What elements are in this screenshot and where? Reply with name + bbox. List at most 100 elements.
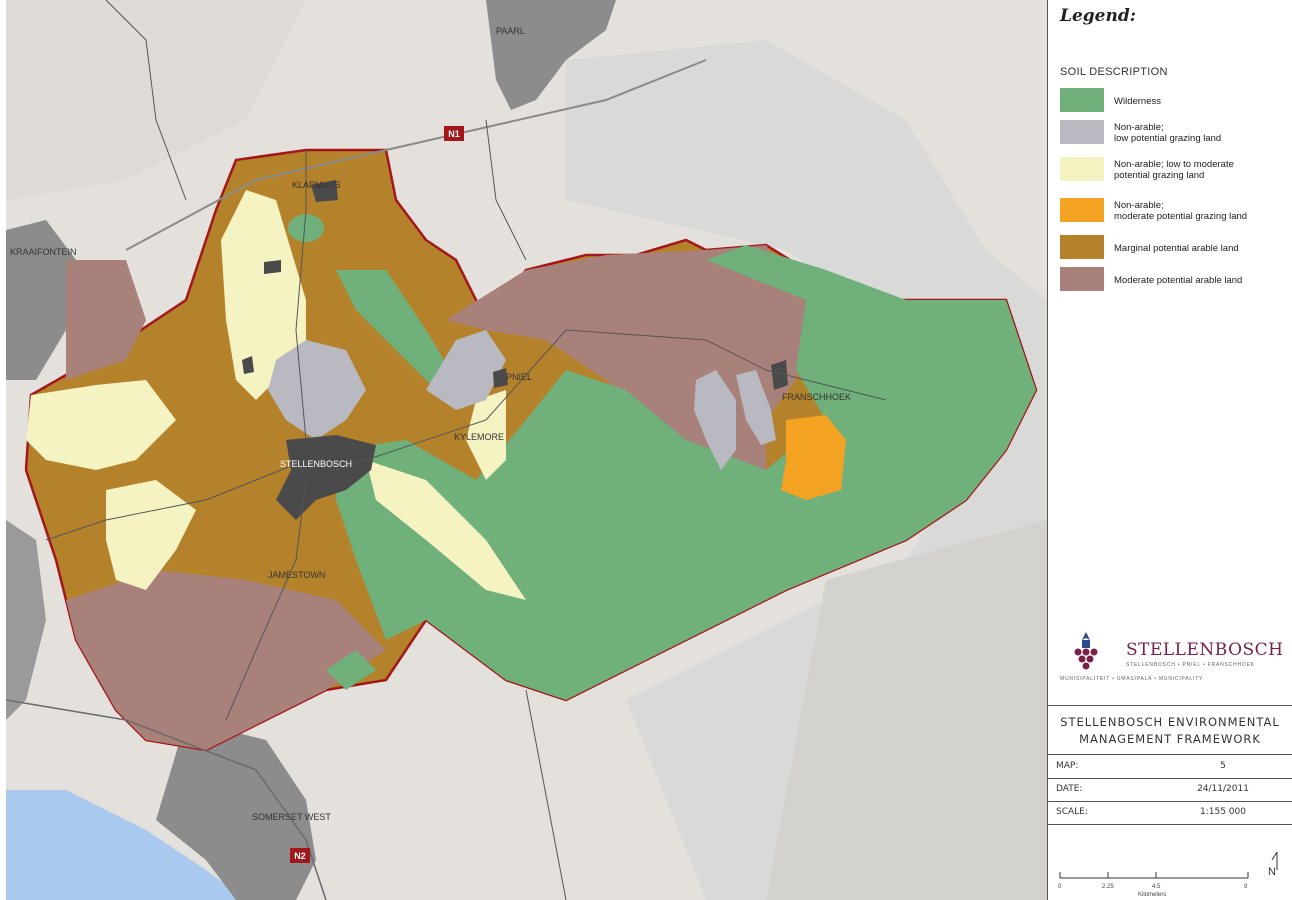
road-n2 (6, 699, 327, 900)
road-shield-n2 (290, 848, 310, 863)
grape-crest-icon (1074, 632, 1098, 670)
place-label: KYLEMORE (454, 432, 504, 442)
north-label: N (1268, 866, 1276, 878)
terrain-patch (6, 0, 306, 200)
road (335, 329, 887, 471)
legend-item: Marginal potential arable land (1060, 233, 1288, 263)
place-label: KLAPMUTS (292, 180, 341, 190)
map-svg: N1 N2 PAARL KLAPMUTS KRAAIFONTEIN PNIEL … (6, 0, 1047, 900)
framework-title-text: STELLENBOSCH ENVIRONMENTAL MANAGEMENT FR… (1060, 715, 1280, 746)
road (105, 0, 187, 201)
soil-low-moderate-grazing (366, 460, 526, 600)
place-label: PAARL (496, 26, 525, 36)
road (525, 689, 567, 900)
soil-low-moderate-grazing (26, 380, 176, 470)
info-row-date: DATE: 24/11/2011 (1048, 778, 1292, 802)
logo-name: STELLENBOSCH (1126, 640, 1284, 660)
place-label: FRANSCHHOEK (782, 392, 851, 402)
legend-label: Moderate potential arable land (1114, 274, 1243, 286)
legend-title: Legend: (1060, 6, 1136, 26)
town-patch (264, 260, 281, 274)
info-value: 24/11/2011 (1197, 784, 1249, 794)
info-key: DATE: (1056, 784, 1083, 794)
legend-panel: Legend: SOIL DESCRIPTION Wilderness Non-… (1048, 0, 1292, 900)
road-label-n2: N2 (294, 851, 306, 861)
legend-item: Non-arable; moderate potential grazing l… (1060, 196, 1288, 226)
scale-tick: 4.5 (1152, 884, 1161, 890)
road (295, 150, 307, 441)
place-label: JAMESTOWN (268, 570, 325, 580)
town-pniel (493, 368, 508, 388)
map-canvas[interactable]: N1 N2 PAARL KLAPMUTS KRAAIFONTEIN PNIEL … (6, 0, 1048, 900)
urban-area (486, 0, 616, 110)
framework-title: STELLENBOSCH ENVIRONMENTAL MANAGEMENT FR… (1048, 705, 1292, 755)
sea (6, 790, 246, 900)
road (485, 119, 527, 261)
legend-label: Non-arable; moderate potential grazing l… (1114, 200, 1248, 222)
road (45, 459, 307, 541)
info-key: MAP: (1056, 761, 1079, 771)
soil-moderate-arable (66, 570, 386, 750)
scale-bar-graphic (1059, 872, 1249, 879)
road-shield-n1 (444, 126, 464, 141)
road-label-n1: N1 (448, 129, 460, 139)
legend-swatch (1060, 235, 1104, 259)
soil-moderate-arable (66, 260, 146, 380)
legend-item: Wilderness (1060, 86, 1288, 116)
soil-low-moderate-grazing (221, 190, 306, 400)
scale-tick: 0 (1058, 884, 1062, 890)
scale-tick: 9 (1244, 884, 1248, 890)
legend-label: Wilderness (1114, 95, 1161, 107)
road-n1 (125, 59, 707, 251)
place-labels: PAARL KLAPMUTS KRAAIFONTEIN PNIEL KYLEMO… (10, 26, 851, 822)
place-label: KRAAIFONTEIN (10, 247, 77, 257)
soil-wilderness (326, 650, 376, 690)
logo-tagline-2: MUNISIPALITEIT • UMASIPALA • MUNICIPALIT… (1060, 676, 1204, 682)
legend-item: Moderate potential arable land (1060, 265, 1288, 295)
soil-wilderness (288, 214, 324, 242)
place-label: STELLENBOSCH (280, 459, 352, 469)
info-value: 5 (1220, 761, 1226, 771)
legend-swatch (1060, 198, 1104, 222)
info-value: 1:155 000 (1200, 807, 1246, 817)
legend-swatch (1060, 267, 1104, 291)
road (225, 479, 307, 721)
urban-area (6, 220, 76, 380)
urban-area (156, 720, 316, 900)
north-arrow-icon (1271, 852, 1278, 870)
legend-item: Non-arable; low to moderate potential gr… (1060, 155, 1288, 185)
soil-low-grazing (426, 330, 506, 410)
legend-label: Marginal potential arable land (1114, 242, 1239, 254)
terrain-patch (766, 520, 1047, 900)
legend-swatch (1060, 88, 1104, 112)
place-label: SOMERSET WEST (252, 812, 331, 822)
logo-tagline: STELLENBOSCH • PNIEL • FRANSCHHOEK (1126, 662, 1255, 668)
town-patch (242, 356, 254, 374)
place-label: PNIEL (506, 372, 532, 382)
info-row-map: MAP: 5 (1048, 755, 1292, 779)
info-key: SCALE: (1056, 807, 1088, 817)
soil-low-grazing (268, 340, 366, 440)
legend-item: Non-arable; low potential grazing land (1060, 118, 1288, 148)
town-franschhoek (771, 360, 788, 390)
legend-swatch (1060, 120, 1104, 144)
scale-bar: 0 2.25 4.5 9 Kilometers N (1048, 830, 1292, 900)
town-stellenbosch (276, 435, 376, 520)
info-row-scale: SCALE: 1:155 000 (1048, 801, 1292, 825)
legend-subtitle: SOIL DESCRIPTION (1060, 66, 1168, 78)
soil-low-grazing (736, 370, 776, 445)
scale-tick: 2.25 (1102, 884, 1114, 890)
town-klapmuts (311, 180, 338, 202)
soil-low-grazing (694, 370, 736, 470)
municipality-logo: STELLENBOSCH STELLENBOSCH • PNIEL • FRAN… (1058, 630, 1286, 692)
urban-area (6, 520, 46, 720)
legend-swatch (1060, 157, 1104, 181)
soil-low-moderate-grazing (106, 480, 196, 590)
soil-wilderness (336, 270, 456, 390)
soil-moderate-grazing (781, 415, 846, 500)
soil-low-moderate-grazing (466, 390, 506, 480)
legend-label: Non-arable; low potential grazing land (1114, 122, 1222, 144)
legend-label: Non-arable; low to moderate potential gr… (1114, 159, 1234, 181)
scale-unit: Kilometers (1138, 892, 1167, 898)
